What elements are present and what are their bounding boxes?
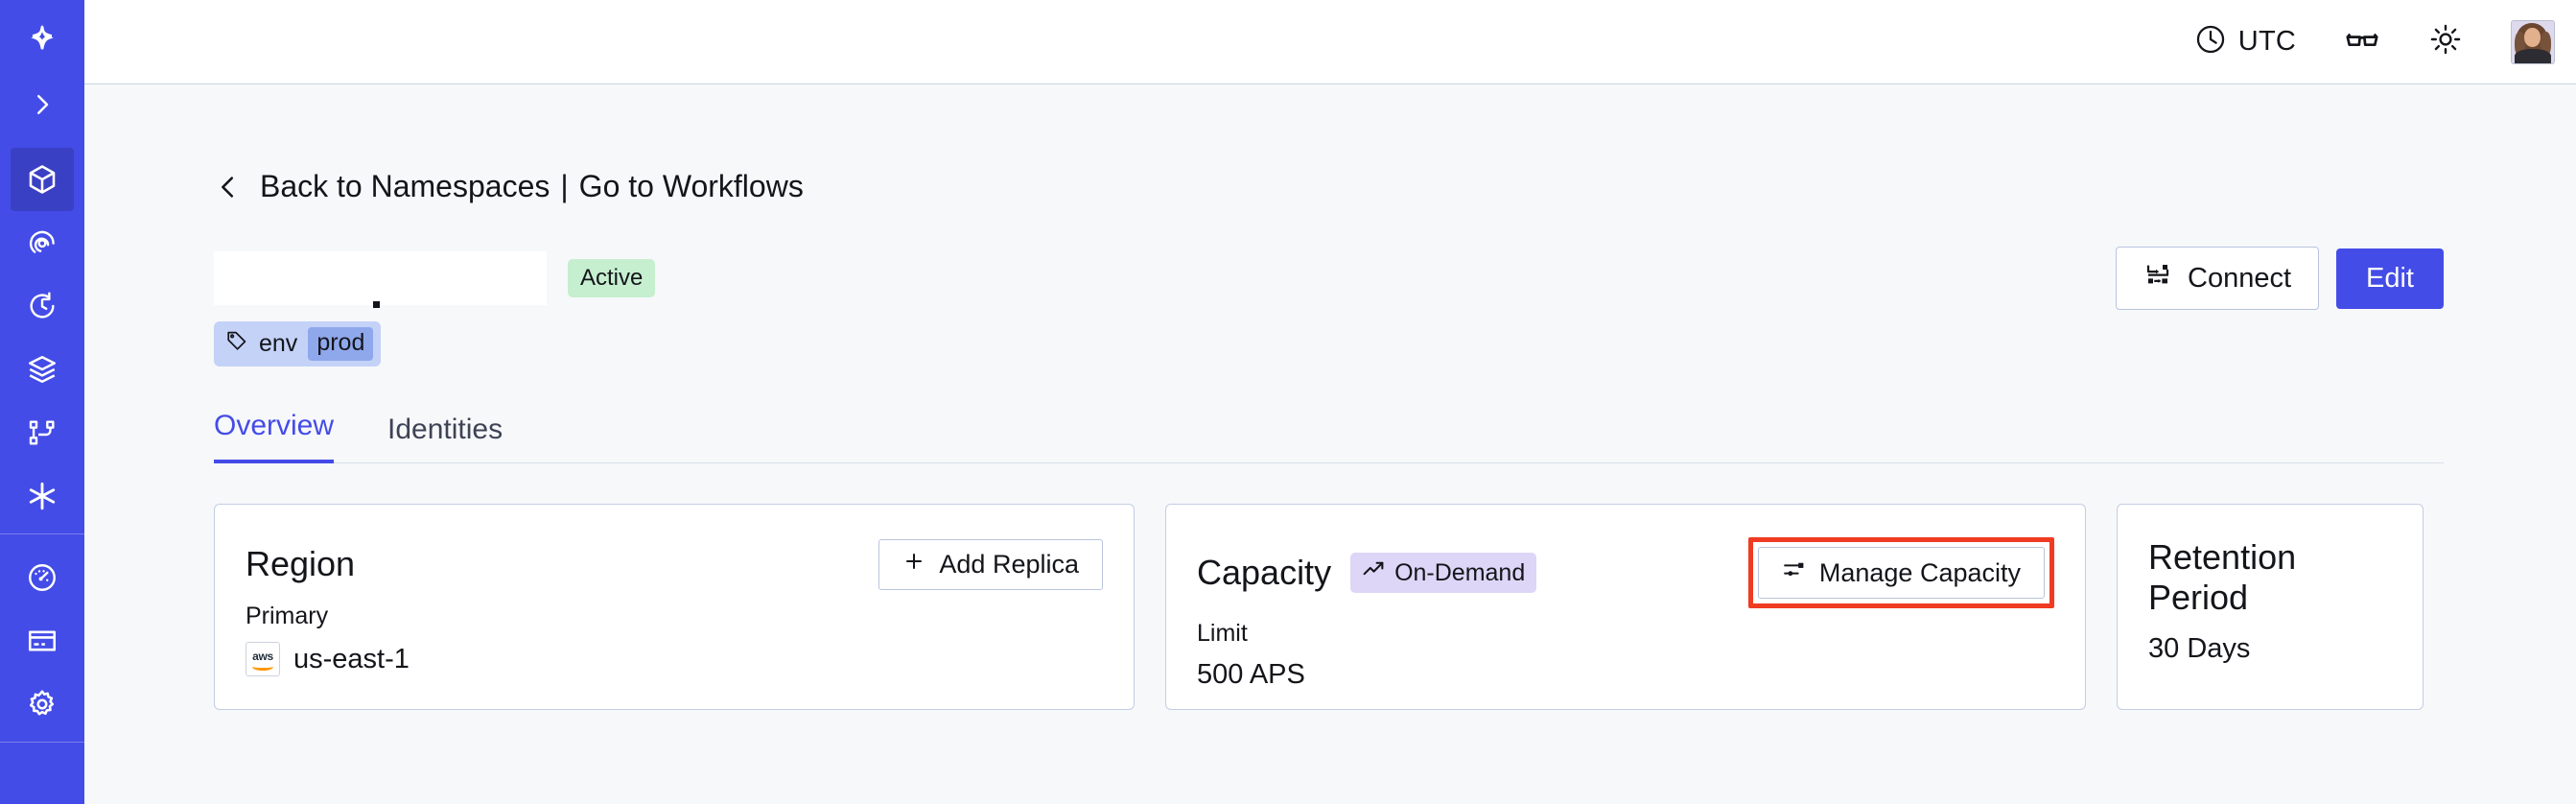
cube-icon: [25, 162, 59, 197]
add-replica-label: Add Replica: [939, 549, 1079, 579]
capacity-value: 500 APS: [1197, 659, 1305, 690]
capacity-card-title: Capacity: [1197, 553, 1332, 592]
region-card-title: Region: [246, 544, 356, 583]
avatar-hair-left: [2515, 31, 2525, 57]
sliders-icon: [1782, 557, 1806, 588]
namespace-tags: env prod: [214, 321, 2444, 367]
region-value-row: aws us-east-1: [246, 642, 1103, 676]
region-card: Region Add Replica Primary: [214, 504, 1135, 710]
sidebar-item-usage[interactable]: [11, 546, 74, 609]
breadcrumb: Back to Namespaces | Go to Workflows: [214, 169, 2444, 204]
sidebar-item-namespaces[interactable]: [11, 148, 74, 211]
sidebar-item-observability[interactable]: [11, 211, 74, 274]
plus-icon: [902, 550, 925, 579]
edit-button-label: Edit: [2366, 262, 2414, 294]
trending-up-icon: [1362, 557, 1386, 588]
page-title: [214, 251, 547, 305]
sidebar-item-batch-operations[interactable]: [11, 338, 74, 401]
avatar-face: [2524, 27, 2541, 47]
retention-card: Retention Period 30 Days: [2117, 504, 2424, 710]
breadcrumb-back-link[interactable]: Back to Namespaces: [260, 169, 550, 203]
connect-button[interactable]: Connect: [2116, 247, 2320, 310]
temporal-logo-icon: [24, 18, 60, 55]
capacity-card: Capacity On-Demand: [1165, 504, 2086, 710]
retention-value: 30 Days: [2148, 633, 2251, 664]
region-value: us-east-1: [293, 643, 410, 674]
sidebar-item-expand[interactable]: [11, 73, 74, 136]
clock-icon: [2194, 23, 2227, 60]
avatar-hair-right: [2541, 31, 2551, 57]
tag-key: env: [259, 330, 298, 357]
on-demand-badge: On-Demand: [1350, 553, 1537, 593]
aws-swoosh: [252, 663, 273, 671]
manage-capacity-label: Manage Capacity: [1818, 557, 2021, 587]
sidebar-item-nexus[interactable]: [11, 464, 74, 528]
overview-cards: Region Add Replica Primary: [214, 504, 2444, 710]
sidebar-item-billing[interactable]: [11, 609, 74, 673]
sidebar-item-workflows[interactable]: [11, 401, 74, 464]
on-demand-badge-label: On-Demand: [1394, 558, 1526, 586]
clock-rewind-icon: [26, 290, 59, 322]
manage-capacity-highlight: Manage Capacity: [1747, 537, 2054, 608]
manage-capacity-button[interactable]: Manage Capacity: [1757, 547, 2045, 599]
sidebar-item-schedules[interactable]: [11, 274, 74, 338]
tab-bar: Overview Identities: [214, 409, 2444, 463]
sidebar-divider-1: [0, 533, 84, 534]
capacity-card-header: Capacity On-Demand: [1197, 537, 2054, 608]
timezone-selector[interactable]: UTC: [2194, 23, 2296, 60]
breadcrumb-workflows-link[interactable]: Go to Workflows: [578, 169, 804, 203]
region-card-actions: Add Replica: [878, 538, 1103, 590]
capacity-card-actions: Manage Capacity: [1747, 537, 2054, 608]
status-badge: Active: [568, 258, 656, 298]
connect-flow-icon: [2143, 260, 2172, 296]
title-actions: Connect Edit: [2116, 247, 2444, 310]
tab-overview[interactable]: Overview: [214, 410, 335, 463]
tag-icon: [225, 329, 248, 359]
add-replica-button[interactable]: Add Replica: [878, 538, 1103, 590]
region-card-header: Region Add Replica: [246, 537, 1103, 591]
aws-logo-text: aws: [252, 649, 273, 663]
theme-toggle-button[interactable]: [2428, 22, 2463, 61]
timezone-label: UTC: [2237, 26, 2296, 57]
chevron-left-icon[interactable]: [214, 173, 243, 201]
asterisk-icon: [25, 479, 59, 513]
capacity-limit-label: Limit: [1197, 620, 1248, 647]
eye-spiral-icon: [26, 226, 59, 259]
gauge-icon: [26, 561, 59, 594]
layers-icon: [26, 353, 59, 386]
tag-value: prod: [308, 327, 374, 361]
main-content: Back to Namespaces | Go to Workflows Act…: [84, 85, 2576, 804]
region-primary-label: Primary: [246, 603, 329, 629]
sidebar-divider-2: [0, 742, 84, 743]
top-header: UTC: [84, 0, 2576, 84]
namespace-title-row: Active: [214, 247, 2444, 310]
git-branch-icon: [27, 417, 58, 448]
connect-button-label: Connect: [2188, 262, 2292, 294]
tag-env[interactable]: env prod: [214, 321, 382, 367]
credit-card-icon: [26, 625, 59, 657]
retention-card-header: Retention Period: [2148, 537, 2392, 618]
avatar[interactable]: [2511, 19, 2555, 64]
reading-mode-button[interactable]: [2344, 21, 2380, 62]
chevron-right-icon: [28, 90, 57, 119]
sidebar-item-logo[interactable]: [11, 6, 74, 67]
sun-icon: [2428, 22, 2463, 61]
sidebar: [0, 0, 84, 804]
retention-card-title: Retention Period: [2148, 537, 2297, 617]
aws-logo: aws: [246, 642, 280, 676]
sidebar-item-settings[interactable]: [11, 673, 74, 736]
redaction-mark: [373, 301, 380, 308]
edit-button[interactable]: Edit: [2336, 248, 2444, 309]
breadcrumb-separator: |: [560, 169, 569, 203]
tab-identities[interactable]: Identities: [387, 414, 503, 445]
glasses-icon: [2344, 21, 2380, 62]
gear-icon: [26, 688, 59, 721]
avatar-body: [2515, 48, 2551, 63]
